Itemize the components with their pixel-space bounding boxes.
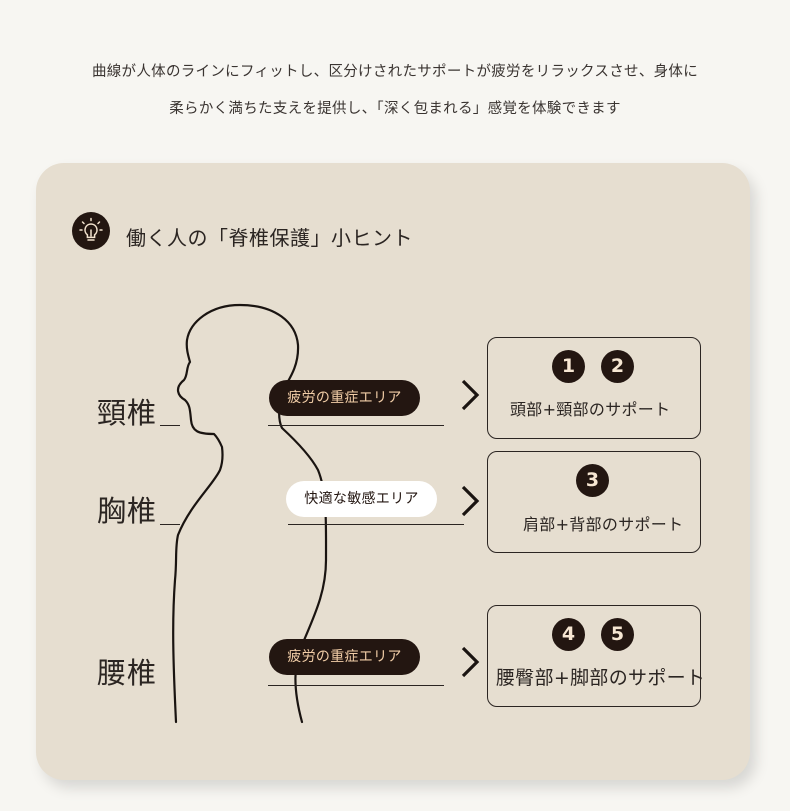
hint-title: 働く人の「脊椎保護」小ヒント bbox=[126, 226, 413, 250]
area-underline bbox=[288, 524, 464, 525]
intro-line-1: 曲線が人体のラインにフィットし、区分けされたサポートが疲労をリラックスさせ、身体… bbox=[91, 64, 699, 80]
support-label-shoulder-back: 肩部+背部のサポート bbox=[523, 515, 684, 534]
area-pill-fatigue-lower: 疲労の重症エリア bbox=[269, 639, 420, 675]
spine-tick bbox=[160, 524, 180, 525]
support-box-shoulder-back bbox=[487, 451, 701, 553]
spine-tick bbox=[160, 425, 180, 426]
spine-label-cervical: 頸椎 bbox=[97, 396, 158, 430]
chevron-right-icon bbox=[461, 485, 480, 517]
chevron-right-icon bbox=[461, 379, 480, 411]
support-number: 2 bbox=[601, 350, 634, 383]
area-underline bbox=[268, 425, 444, 426]
chevron-right-icon bbox=[461, 646, 480, 678]
spine-hint-card bbox=[36, 163, 750, 780]
spine-label-thoracic: 胸椎 bbox=[97, 494, 158, 528]
support-label-head-neck: 頭部+頸部のサポート bbox=[510, 400, 671, 419]
area-underline bbox=[268, 685, 444, 686]
support-box-hip-leg bbox=[487, 605, 701, 707]
area-pill-comfort: 快適な敏感エリア bbox=[286, 481, 437, 517]
lightbulb-icon bbox=[72, 212, 110, 250]
area-pill-fatigue-upper: 疲労の重症エリア bbox=[269, 380, 420, 416]
support-number: 4 bbox=[552, 618, 585, 651]
support-number: 1 bbox=[552, 350, 585, 383]
support-number: 5 bbox=[601, 618, 634, 651]
support-label-hip-leg: 腰臀部+脚部のサポート bbox=[496, 667, 706, 689]
support-box-head-neck bbox=[487, 337, 701, 439]
intro-line-2: 柔らかく満ちた支えを提供し、「深く包まれる」感覚を体験できます bbox=[169, 101, 621, 117]
support-number: 3 bbox=[576, 464, 609, 497]
spine-label-lumbar: 腰椎 bbox=[97, 656, 158, 690]
